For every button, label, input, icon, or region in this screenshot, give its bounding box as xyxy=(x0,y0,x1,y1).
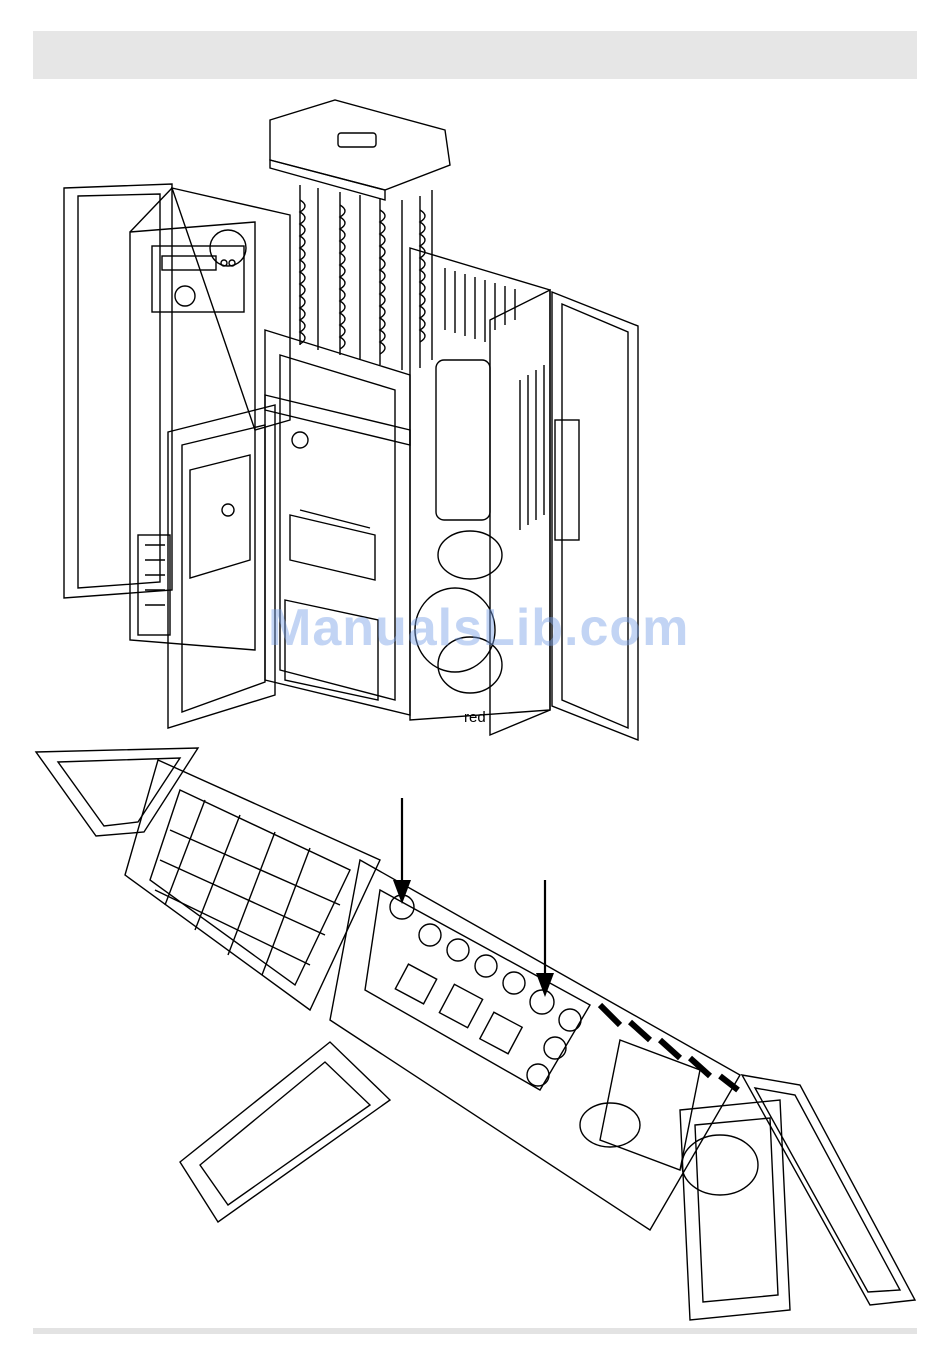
watermark: ManualsLib.com xyxy=(268,598,689,658)
main-body xyxy=(330,860,740,1230)
footer-bar xyxy=(33,1328,917,1334)
fan-section xyxy=(580,1040,758,1195)
tube-openings xyxy=(390,895,581,1086)
hatched-panel xyxy=(600,1005,738,1090)
hopper-grid xyxy=(125,760,380,1010)
arrows xyxy=(393,798,554,997)
right-flap xyxy=(742,1075,915,1305)
left-flap xyxy=(36,748,198,836)
ash-drawer xyxy=(180,1042,390,1222)
